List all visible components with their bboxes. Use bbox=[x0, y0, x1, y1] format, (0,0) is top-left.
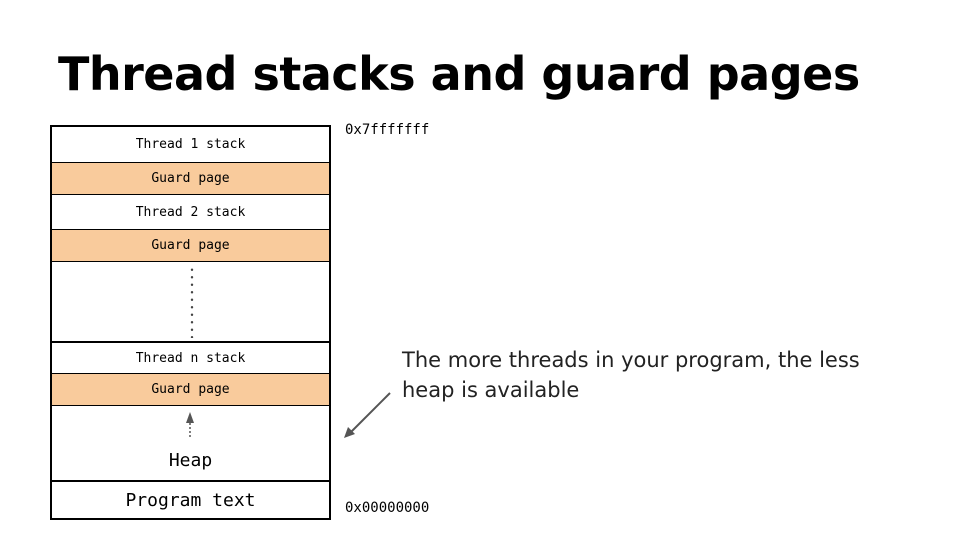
guard-page-1-segment: Guard page bbox=[52, 162, 329, 194]
unallocated-gap-segment bbox=[52, 261, 329, 341]
guard-page-n-segment: Guard page bbox=[52, 373, 329, 405]
program-text-label: Program text bbox=[125, 489, 256, 511]
guard-page-2-label: Guard page bbox=[151, 238, 230, 253]
ellipsis-dots bbox=[190, 266, 194, 338]
thread-n-stack-label: Thread n stack bbox=[135, 350, 246, 366]
annotation-text: The more threads in your program, the le… bbox=[402, 348, 860, 402]
high-address-label: 0x7fffffff bbox=[345, 122, 430, 138]
guard-page-n-label: Guard page bbox=[151, 382, 230, 397]
low-address-label: 0x00000000 bbox=[345, 500, 430, 516]
thread-2-stack-segment: Thread 2 stack bbox=[52, 194, 329, 229]
heap-segment: Heap bbox=[52, 405, 329, 480]
thread-2-stack-label: Thread 2 stack bbox=[135, 204, 246, 220]
heap-label: Heap bbox=[168, 450, 213, 471]
slide-title: Thread stacks and guard pages bbox=[58, 47, 860, 101]
program-text-segment: Program text bbox=[52, 480, 329, 518]
memory-layout-diagram: Thread 1 stack Guard page Thread 2 stack… bbox=[50, 125, 331, 520]
guard-page-2-segment: Guard page bbox=[52, 229, 329, 261]
thread-1-stack-label: Thread 1 stack bbox=[135, 137, 246, 152]
thread-n-stack-segment: Thread n stack bbox=[52, 341, 329, 373]
heap-growth-arrow bbox=[186, 412, 194, 437]
annotation-arrow bbox=[344, 392, 391, 438]
thread-1-stack-segment: Thread 1 stack bbox=[52, 127, 329, 162]
guard-page-1-label: Guard page bbox=[151, 171, 230, 186]
